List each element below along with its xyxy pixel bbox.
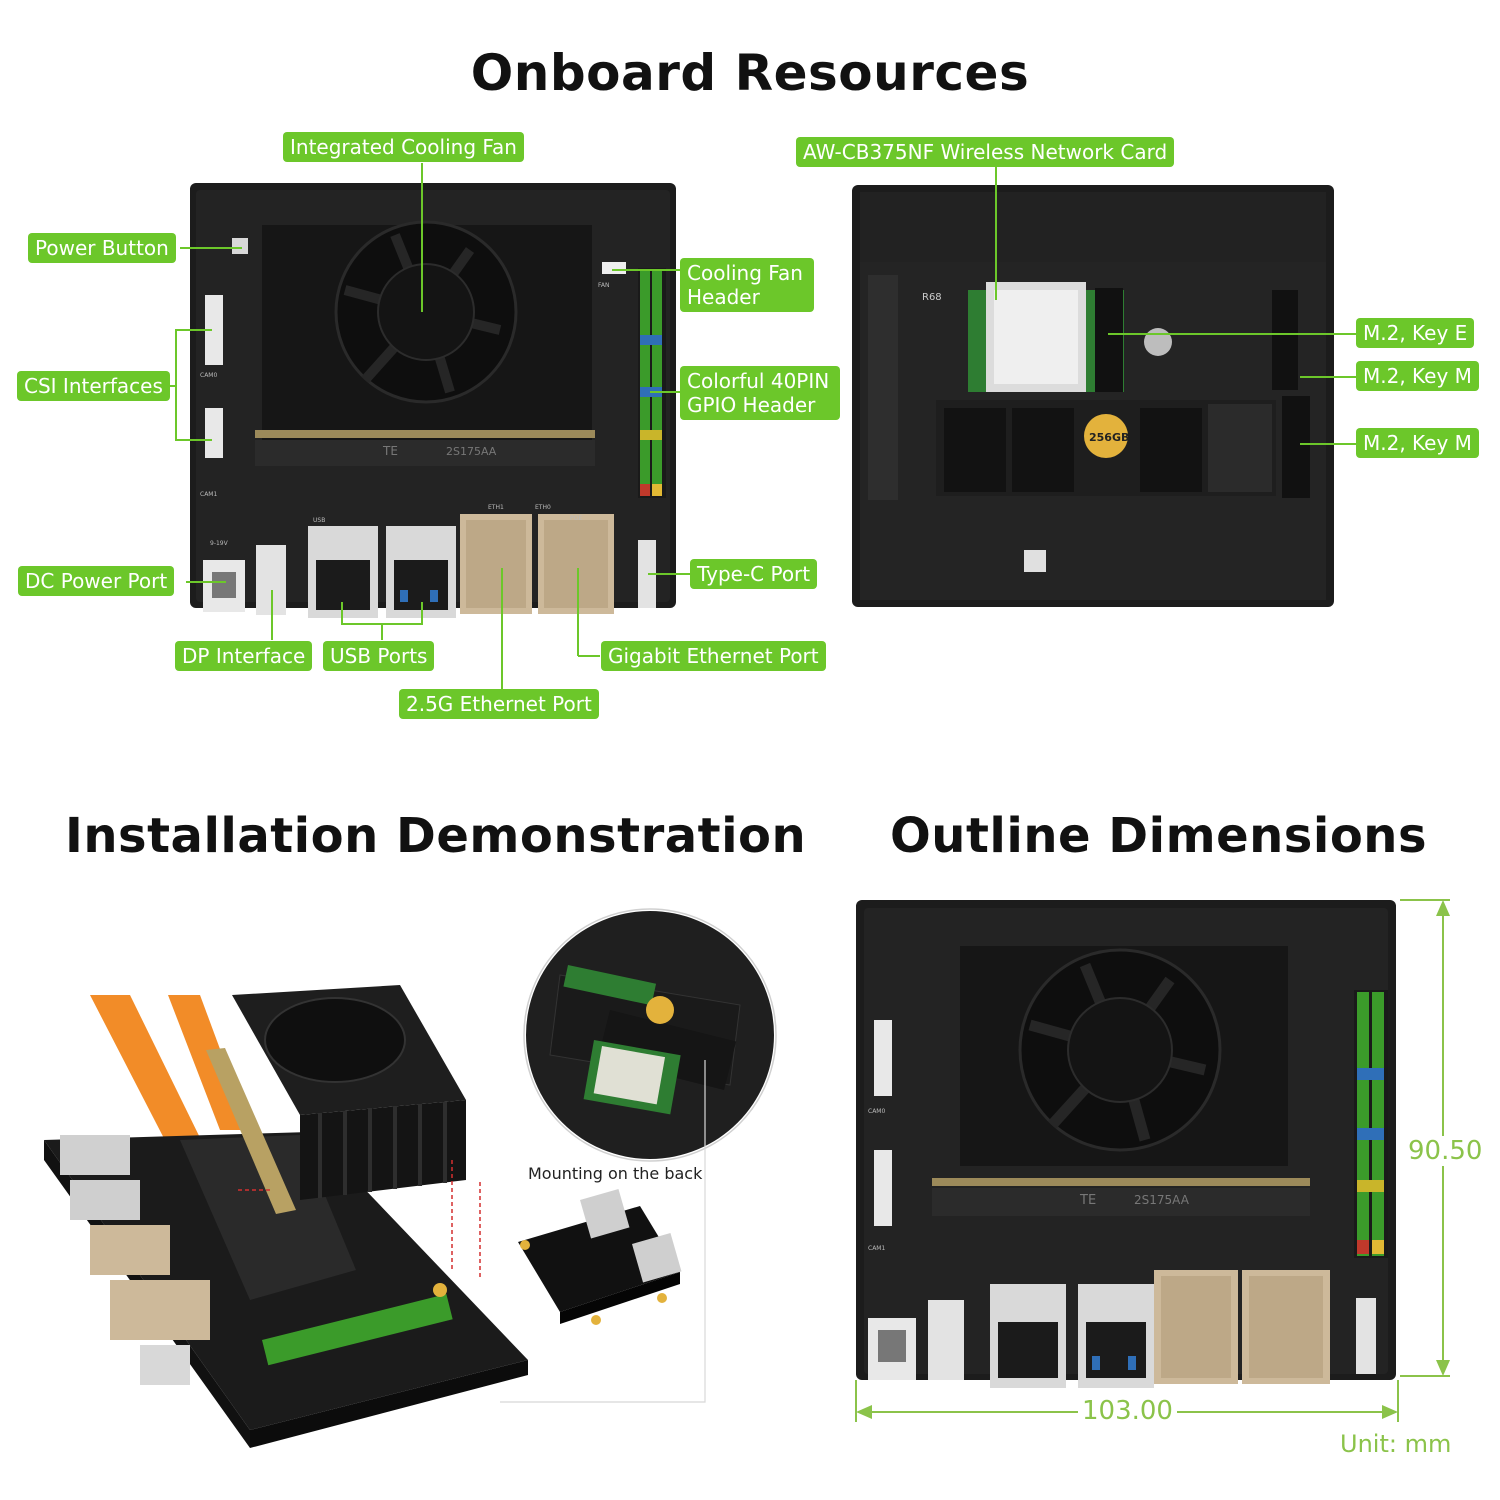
m2-key-m-label-2: M.2, Key M	[1356, 428, 1479, 458]
back-board-leader-lines	[995, 166, 1356, 445]
cooling-fan-header-label: Cooling Fan Header	[680, 258, 814, 312]
csi-interfaces-label: CSI Interfaces	[17, 371, 170, 401]
svg-text:CAM1: CAM1	[868, 1245, 885, 1252]
inset-back-mount-image	[523, 908, 777, 1162]
svg-text:POE: POE	[570, 515, 582, 522]
svg-text:CAM0: CAM0	[200, 372, 217, 379]
gpio-header-line1: Colorful 40PIN	[687, 369, 830, 393]
mounting-caption: Mounting on the back	[528, 1164, 703, 1183]
svg-text:2S175AA: 2S175AA	[446, 445, 497, 458]
power-button-label: Power Button	[28, 233, 176, 263]
m2-key-m-label-1: M.2, Key M	[1356, 361, 1479, 391]
svg-text:FAN: FAN	[598, 282, 610, 289]
svg-text:CAM0: CAM0	[868, 1108, 885, 1115]
gpio-header-label: Colorful 40PIN GPIO Header	[680, 366, 840, 420]
svg-text:9-19V: 9-19V	[210, 540, 229, 547]
installation-image	[44, 985, 528, 1448]
height-dimension: 90.50	[1404, 1136, 1487, 1166]
wireless-card-label: AW-CB375NF Wireless Network Card	[796, 137, 1175, 167]
m2-key-e-label: M.2, Key E	[1356, 318, 1475, 348]
cooling-fan-header-line2: Header	[687, 285, 760, 309]
usb-ports-label: USB Ports	[323, 641, 435, 671]
cooling-fan-header-line1: Cooling Fan	[687, 261, 803, 285]
outline-dimensions-heading: Outline Dimensions	[890, 808, 1428, 864]
dp-interface-label: DP Interface	[175, 641, 313, 671]
te-logo: TE	[382, 444, 398, 458]
front-board-leader-lines	[170, 163, 692, 690]
onboard-resources-heading: Onboard Resources	[470, 44, 1030, 102]
gpio-header-line2: GPIO Header	[687, 393, 816, 417]
adapter-board-image	[518, 1188, 682, 1325]
ethernet-25g-port-label: 2.5G Ethernet Port	[399, 689, 599, 719]
width-dimension: 103.00	[1078, 1396, 1177, 1426]
svg-text:USB: USB	[313, 517, 325, 524]
dc-power-port-label: DC Power Port	[18, 566, 175, 596]
installation-demonstration-heading: Installation Demonstration	[65, 808, 807, 864]
svg-text:2S175AA: 2S175AA	[1134, 1193, 1190, 1207]
svg-text:ETH0: ETH0	[535, 504, 551, 511]
svg-text:256GB: 256GB	[1089, 431, 1129, 444]
integrated-cooling-fan-label: Integrated Cooling Fan	[283, 132, 524, 162]
svg-text:R68: R68	[922, 292, 942, 303]
svg-text:ETH1: ETH1	[488, 504, 504, 511]
outline-board-image: TE 2S175AA CAM0 CAM1	[856, 900, 1396, 1388]
back-board-image: R68 256GB	[852, 185, 1334, 607]
unit-label: Unit: mm	[1340, 1430, 1452, 1458]
svg-text:CAM1: CAM1	[200, 491, 217, 498]
svg-text:TE: TE	[1079, 1193, 1096, 1208]
type-c-port-label: Type-C Port	[690, 559, 818, 589]
gigabit-ethernet-port-label: Gigabit Ethernet Port	[601, 641, 826, 671]
front-board-image: TE 2S175AA CAM0 CAM1 FAN ETH1 ETH0 POE	[190, 183, 676, 618]
